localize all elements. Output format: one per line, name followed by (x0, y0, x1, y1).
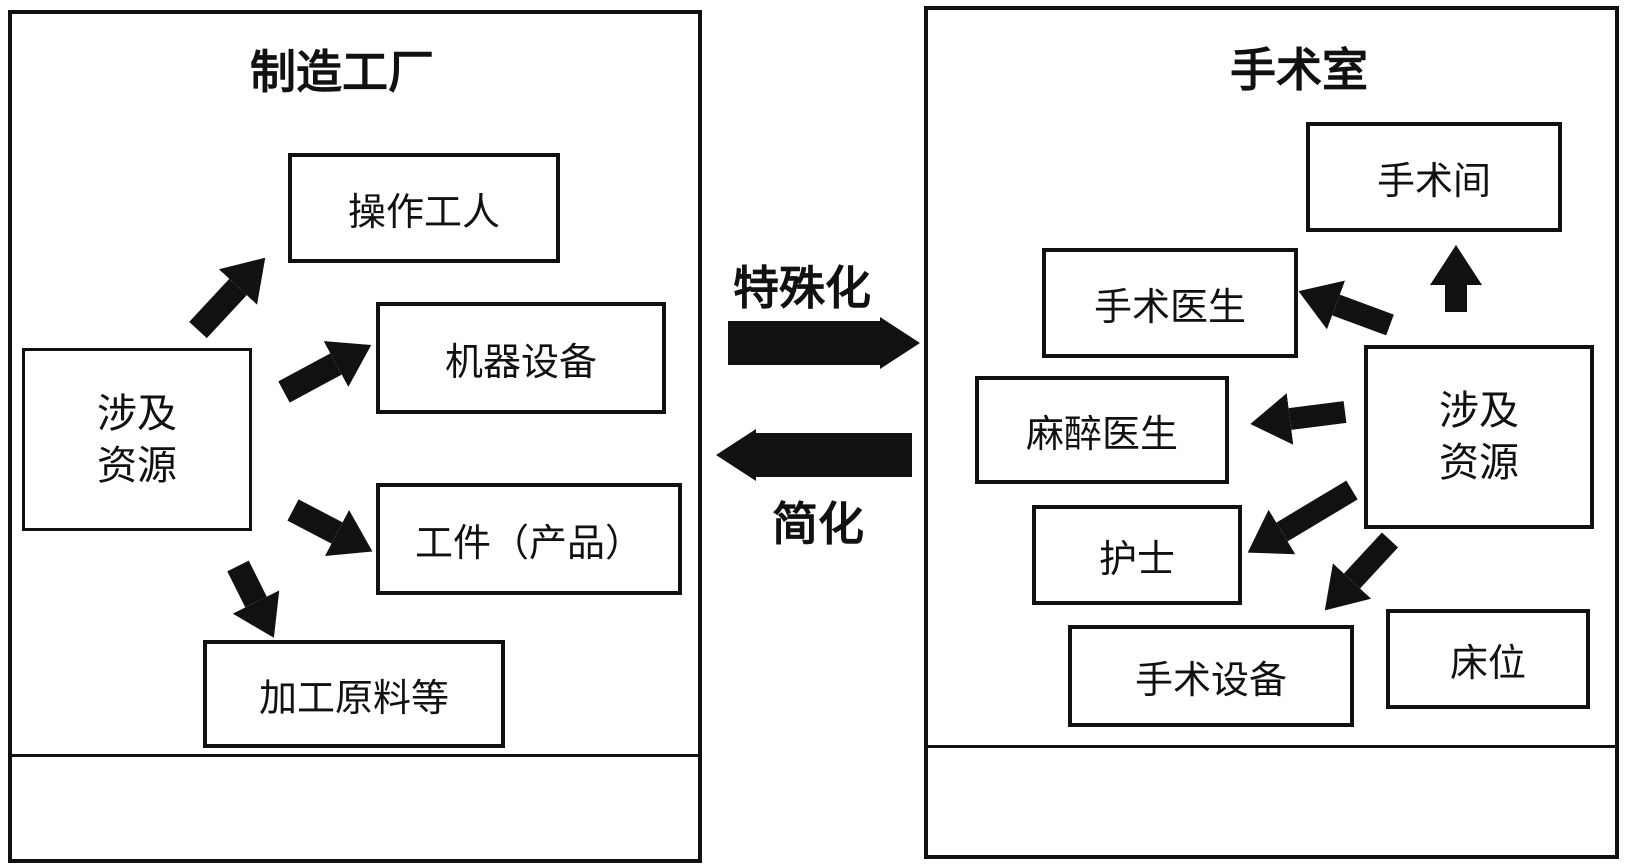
arrow-to-workers (189, 257, 266, 339)
or-equipment-node: 手术设备 (1068, 625, 1354, 727)
or-title: 手术室 (1230, 43, 1368, 97)
factory-panel-footer (12, 754, 698, 859)
specialization-label: 特殊化 (733, 261, 871, 315)
or-resources-line-2: 资源 (1439, 440, 1519, 486)
factory-machines-node: 机器设备 (376, 302, 666, 414)
arrow-to-equipment (1324, 532, 1399, 611)
factory-workers-node: 操作工人 (288, 153, 560, 263)
factory-materials-node: 加工原料等 (203, 640, 505, 748)
arrow-to-surgeon (1298, 280, 1394, 336)
or-anesthetist-node: 麻醉医生 (975, 376, 1229, 484)
arrow-to-machines (278, 341, 372, 403)
arrow-to-workpiece (287, 499, 373, 557)
or-resources-line-1: 涉及 (1439, 388, 1519, 434)
factory-workpiece-node: 工件（产品） (376, 483, 682, 595)
simplification-label: 简化 (772, 497, 864, 551)
or-room-node: 手术间 (1306, 122, 1562, 232)
factory-title: 制造工厂 (250, 45, 434, 99)
or-bed-node: 床位 (1386, 609, 1590, 709)
factory-resources-line-2: 资源 (97, 442, 177, 489)
arrow-to-anesthetist (1250, 393, 1347, 445)
or-resources-node: 涉及 资源 (1364, 345, 1594, 529)
factory-resources-node: 涉及 资源 (22, 348, 252, 531)
or-surgeon-node: 手术医生 (1042, 248, 1298, 358)
factory-resources-line-1: 涉及 (97, 390, 177, 437)
or-panel-footer (928, 745, 1615, 855)
arrow-to-materials (227, 560, 280, 638)
or-nurse-node: 护士 (1032, 505, 1242, 605)
arrow-to-nurse (1247, 480, 1358, 555)
